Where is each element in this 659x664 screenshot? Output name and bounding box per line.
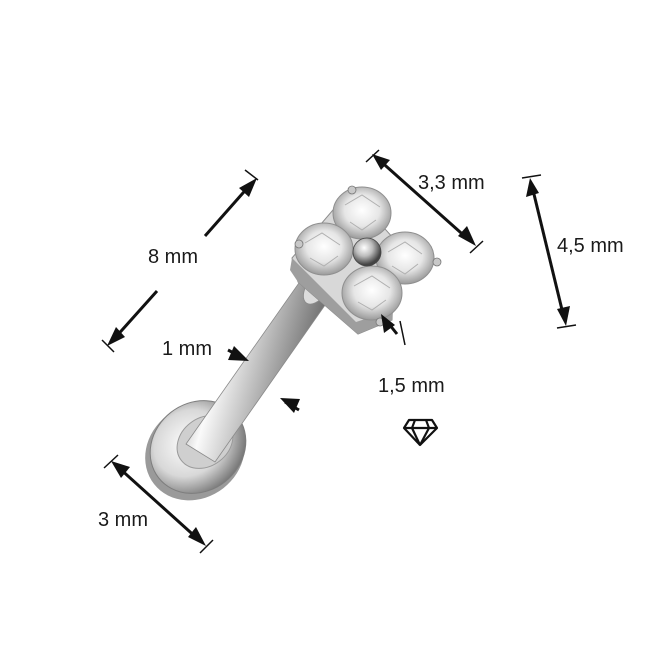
length-dimension — [101, 169, 259, 353]
top-thickness-label: 1,5 mm — [378, 375, 445, 397]
petal-bottom — [341, 265, 403, 321]
gauge-label: 1 mm — [162, 338, 212, 360]
thickness-dimension — [381, 314, 406, 346]
top-height-label: 4,5 mm — [557, 235, 624, 257]
disc-dimension — [103, 454, 214, 554]
length-label: 8 mm — [148, 246, 198, 268]
width-dimension — [365, 149, 484, 254]
top-width-label: 3,3 mm — [418, 172, 485, 194]
center-ball — [352, 237, 382, 267]
height-dimension — [521, 174, 577, 329]
petal-left — [294, 222, 354, 276]
flower-top — [290, 185, 442, 335]
diamond-icon — [402, 418, 439, 447]
disc-diameter-label: 3 mm — [98, 509, 148, 531]
gauge-dimension — [227, 346, 300, 413]
dimension-lines — [101, 149, 577, 554]
bar-shaft — [185, 273, 331, 463]
